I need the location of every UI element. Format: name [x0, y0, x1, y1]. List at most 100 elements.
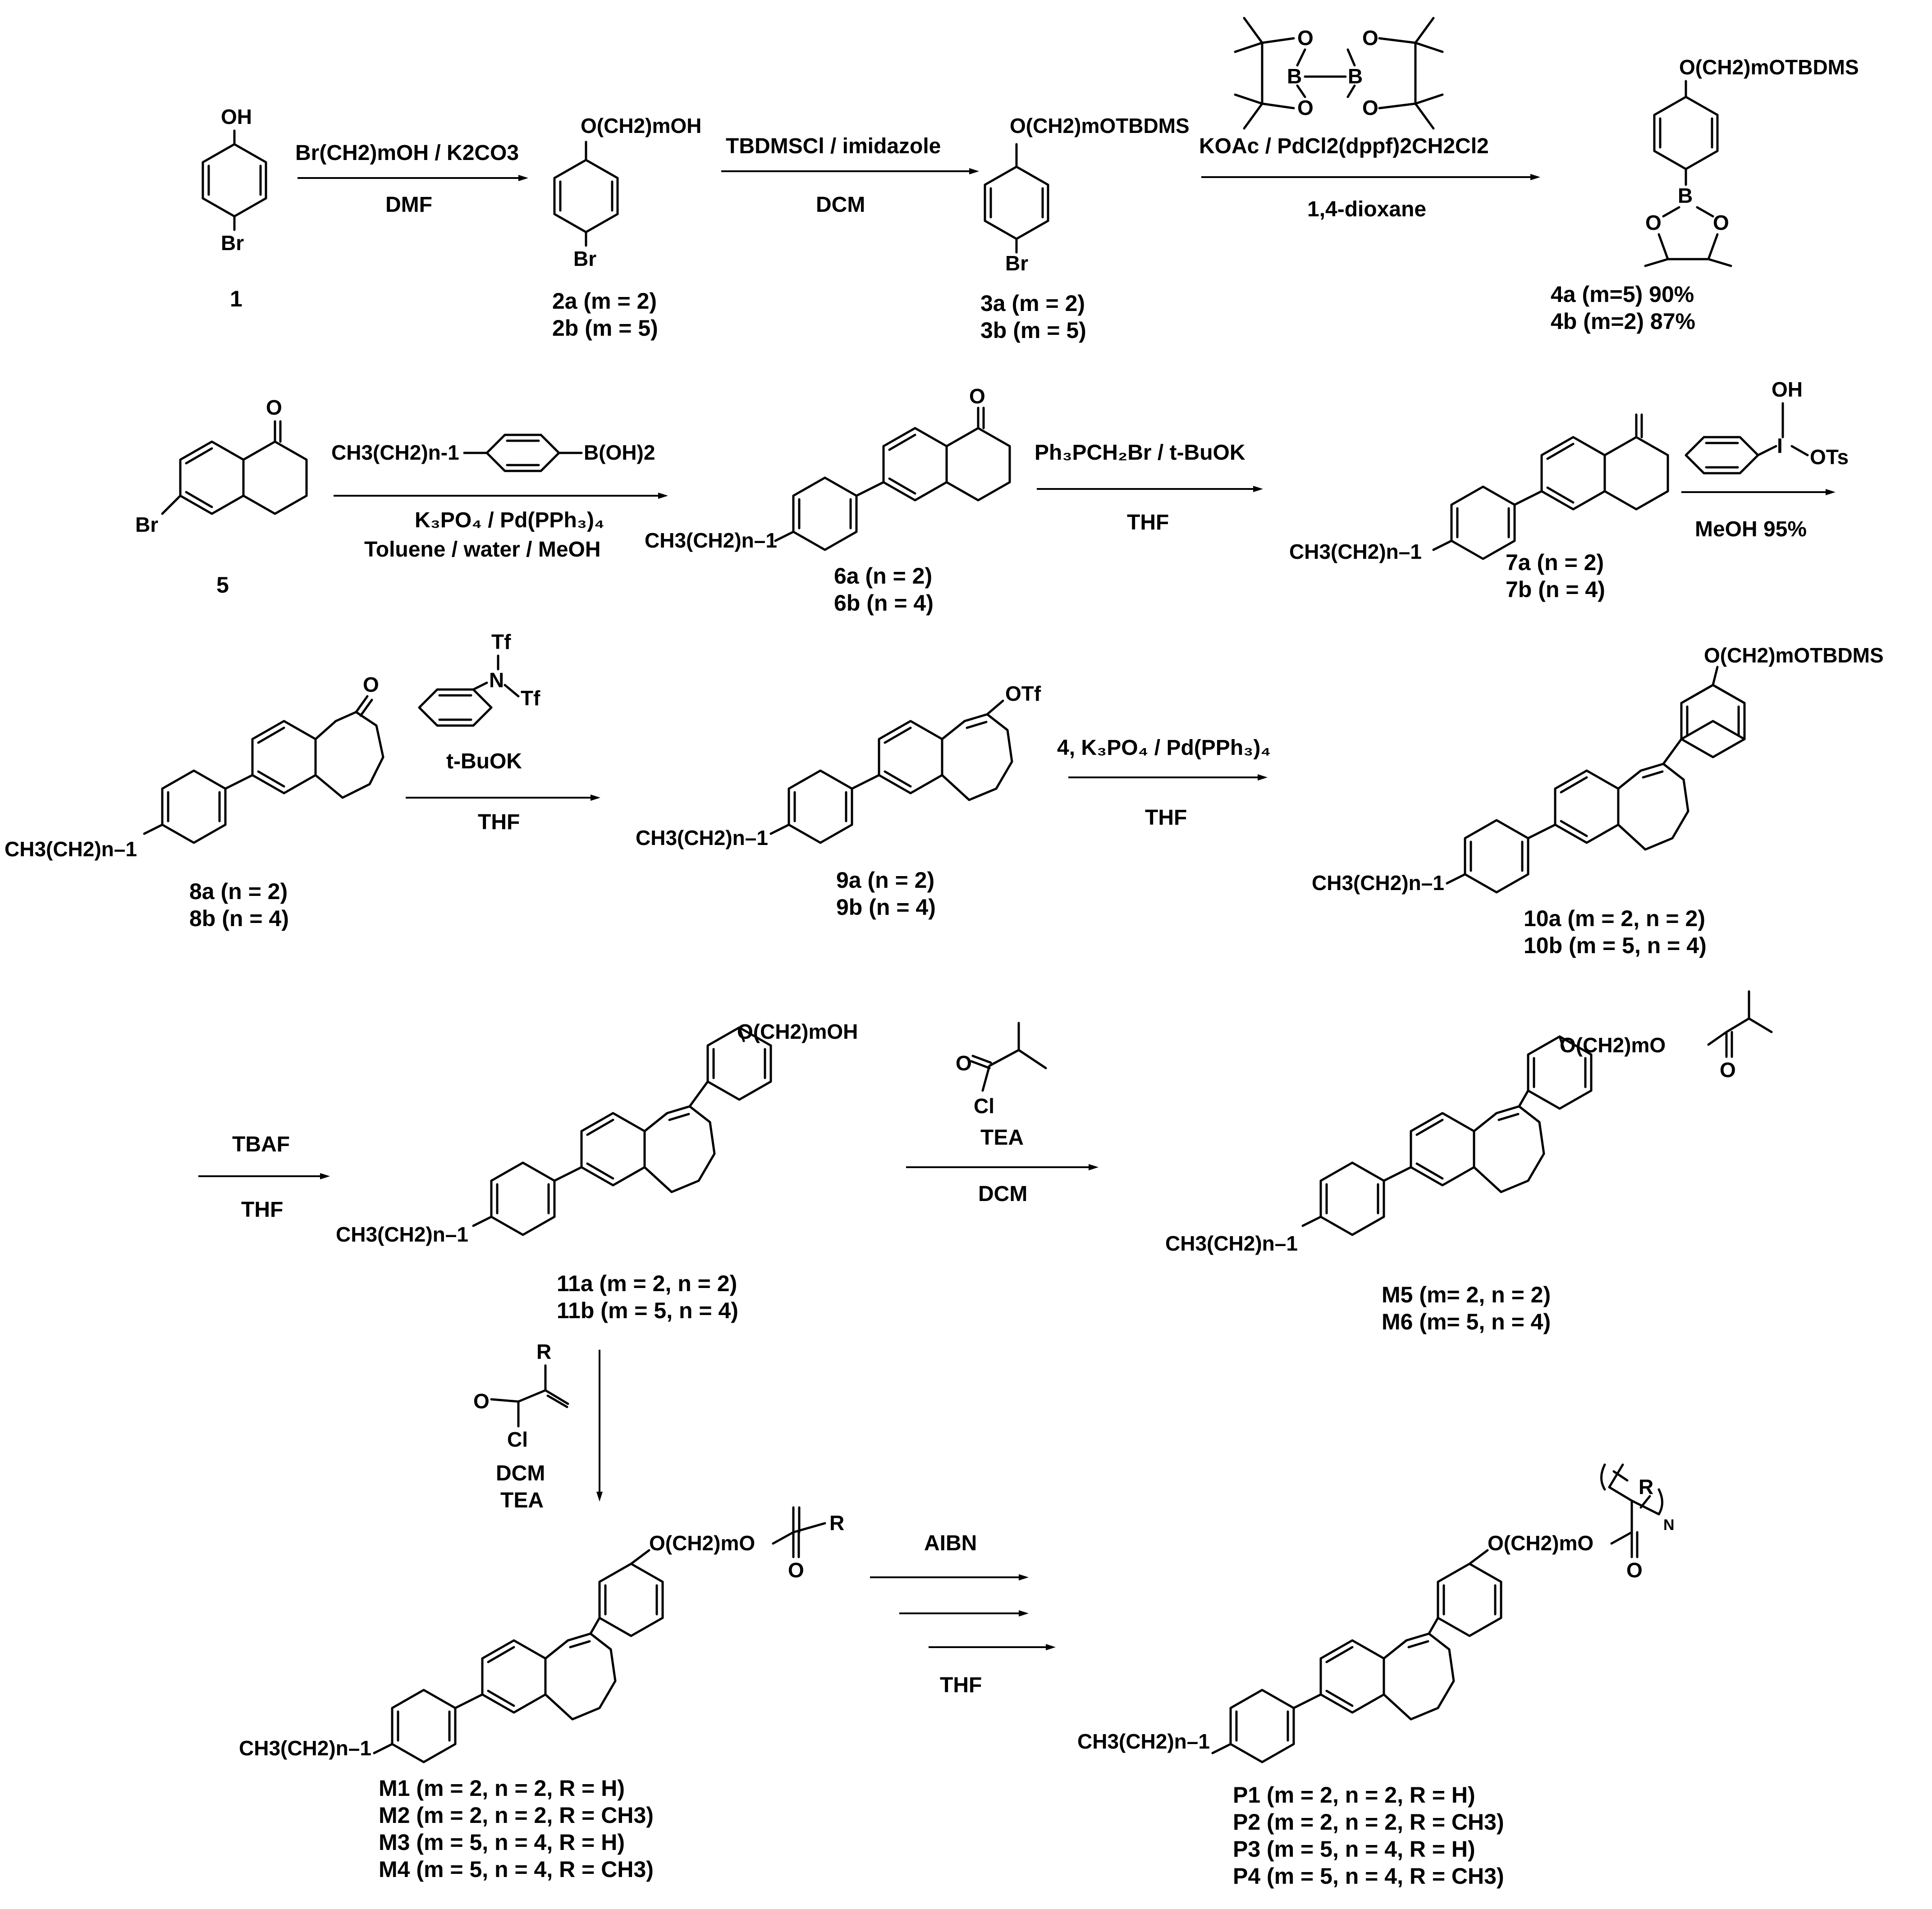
reagent-2-bottom: DCM — [816, 193, 865, 217]
alkyl-label: CH3(CH2)n–1 — [5, 837, 137, 861]
compound-5-label: 5 — [216, 572, 229, 598]
br-label: Br — [135, 513, 158, 536]
b-atom-label: B — [1678, 184, 1693, 207]
reagent-5-top: Ph₃PCH₂Br / t-BuOK — [1035, 441, 1245, 465]
reagent-7-base: t-BuOK — [446, 749, 522, 773]
reagent-2-top: TBDMSCl / imidazole — [726, 134, 941, 158]
o-ch2-o-label: O(CH2)mO — [1560, 1033, 1666, 1057]
compound-10a-label: 10a (m = 2, n = 2) — [1524, 906, 1705, 931]
reagent-3-bottom: 1,4-dioxane — [1307, 197, 1426, 221]
reagent-11-solvent: DCM — [496, 1461, 545, 1485]
compound-11-structure: O(CH2)mOH CH3(CH2)n–1 — [336, 1020, 858, 1246]
o-ch2-o-label: O(CH2)mO — [649, 1531, 755, 1555]
compound-m4-label: M4 (m = 5, n = 4, R = CH3) — [379, 1857, 654, 1882]
tf-label: Tf — [491, 630, 511, 653]
compound-m6-label: M6 (m= 5, n = 4) — [1382, 1309, 1551, 1334]
reagent-9-top: TBAF — [232, 1133, 290, 1156]
reagent-5-bottom: THF — [1127, 511, 1169, 534]
reagent-9-bottom: THF — [241, 1198, 283, 1222]
o-ch2-oh-label: O(CH2)mOH — [581, 114, 701, 137]
cl-label: Cl — [974, 1094, 994, 1118]
koser-reagent: I OH OTs — [1685, 378, 1849, 475]
compound-10-structure: O(CH2)mOTBDMS CH3(CH2)n–1 — [1312, 644, 1884, 895]
acryloyl-chloride-reagent: R O Cl — [473, 1340, 569, 1451]
iodine-label: I — [1777, 434, 1783, 457]
reagent-1-top: Br(CH2)mOH / K2CO3 — [295, 141, 519, 165]
o-atom-label: O — [1720, 1058, 1736, 1082]
boronic-acid-label: B(OH)2 — [584, 441, 655, 464]
polymer-p3-label: P3 (m = 5, n = 4, R = H) — [1233, 1836, 1475, 1862]
o-atom-label: O — [1362, 26, 1378, 50]
compound-3a-label: 3a (m = 2) — [980, 291, 1085, 316]
br-label: Br — [221, 231, 244, 255]
reagent-12-bottom: THF — [940, 1673, 982, 1697]
cl-label: Cl — [507, 1428, 528, 1451]
reagent-10-base: TEA — [980, 1126, 1024, 1150]
compound-4a-label: 4a (m=5) 90% — [1551, 282, 1694, 307]
o-atom-label: O — [1297, 96, 1314, 119]
b-atom-label: B — [1287, 64, 1302, 88]
alkyl-label: CH3(CH2)n–1 — [636, 826, 768, 849]
compound-m1-label: M1 (m = 2, n = 2, R = H) — [379, 1776, 625, 1801]
repeat-n-label: N — [1663, 1516, 1675, 1534]
reagent-4-bottom: Toluene / water / MeOH — [364, 538, 601, 562]
o-ch2-otbdms-label: O(CH2)mOTBDMS — [1704, 644, 1884, 667]
alkyl-label: CH3(CH2)n–1 — [1165, 1232, 1298, 1255]
reagent-1-bottom: DMF — [385, 193, 432, 217]
reagent-12-top: AIBN — [924, 1531, 977, 1555]
compound-9-structure: OTf CH3(CH2)n–1 — [636, 682, 1041, 849]
alkyl-label: CH3(CH2)n–1 — [1312, 871, 1444, 895]
compound-2-structure: O(CH2)mOH Br — [553, 114, 701, 270]
ketone-o-label: O — [266, 396, 282, 419]
compound-8b-label: 8b (n = 4) — [189, 906, 289, 931]
oh-label: OH — [1772, 378, 1803, 401]
compound-4b-label: 4b (m=2) 87% — [1551, 309, 1695, 334]
compound-4-structure: O(CH2)mOTBDMS B O O — [1644, 55, 1859, 267]
compound-7b-label: 7b (n = 4) — [1506, 577, 1605, 602]
ketone-o-label: O — [363, 673, 379, 696]
compound-8a-label: 8a (n = 2) — [189, 879, 288, 904]
reagent-8-top: 4, K₃PO₄ / Pd(PPh₃)₄ — [1057, 736, 1271, 760]
reagent-6-bottom: MeOH 95% — [1695, 517, 1807, 541]
reagent-3-top: KOAc / PdCl2(dppf)2CH2Cl2 — [1199, 134, 1489, 158]
alkyl-label: CH3(CH2)n–1 — [1289, 540, 1422, 563]
compound-9a-label: 9a (n = 2) — [836, 868, 934, 893]
compound-6a-label: 6a (n = 2) — [834, 563, 932, 589]
compound-1-structure: OH Br — [201, 105, 267, 255]
br-label: Br — [1005, 251, 1028, 275]
compound-2b-label: 2b (m = 5) — [552, 315, 658, 341]
oh-label: OH — [221, 105, 252, 128]
ketone-o-label: O — [969, 384, 985, 408]
phntf2-reagent: N Tf Tf — [418, 630, 540, 727]
o-atom-label: O — [1645, 211, 1662, 234]
compound-1-label: 1 — [230, 286, 243, 311]
compound-2a-label: 2a (m = 2) — [552, 288, 657, 314]
o-ch2-o-label: O(CH2)mO — [1488, 1531, 1593, 1555]
o-atom-label: O — [788, 1558, 804, 1582]
ots-label: OTs — [1810, 445, 1849, 469]
compound-7-structure: CH3(CH2)n–1 — [1289, 413, 1669, 563]
otf-label: OTf — [1005, 682, 1041, 705]
n-atom-label: N — [489, 668, 504, 692]
reagent-7-bottom: THF — [478, 810, 520, 834]
o-atom-label: O — [1713, 211, 1729, 234]
o-atom-label: O — [1297, 26, 1314, 50]
o-ch2-otbdms-label: O(CH2)mOTBDMS — [1679, 55, 1859, 79]
reagent-10-bottom: DCM — [978, 1182, 1027, 1206]
compound-3b-label: 3b (m = 5) — [980, 318, 1086, 343]
compound-10b-label: 10b (m = 5, n = 4) — [1524, 933, 1707, 958]
polymer-p1-label: P1 (m = 2, n = 2, R = H) — [1233, 1782, 1475, 1808]
compound-5-structure: O Br — [135, 396, 308, 536]
alkyl-label: CH3(CH2)n–1 — [336, 1223, 468, 1246]
alkyl-label: CH3(CH2)n–1 — [239, 1736, 371, 1760]
b-atom-label: B — [1348, 64, 1363, 88]
compound-6b-label: 6b (n = 4) — [834, 590, 934, 616]
reagent-11-base: TEA — [500, 1489, 544, 1512]
compound-11a-label: 11a (m = 2, n = 2) — [557, 1271, 737, 1296]
compound-7a-label: 7a (n = 2) — [1506, 550, 1604, 575]
o-atom-label: O — [1626, 1558, 1643, 1582]
polymer-p1-structure: O(CH2)mO O R N CH3(CH2)n–1 — [1077, 1463, 1675, 1763]
o-atom-label: O — [473, 1389, 490, 1413]
